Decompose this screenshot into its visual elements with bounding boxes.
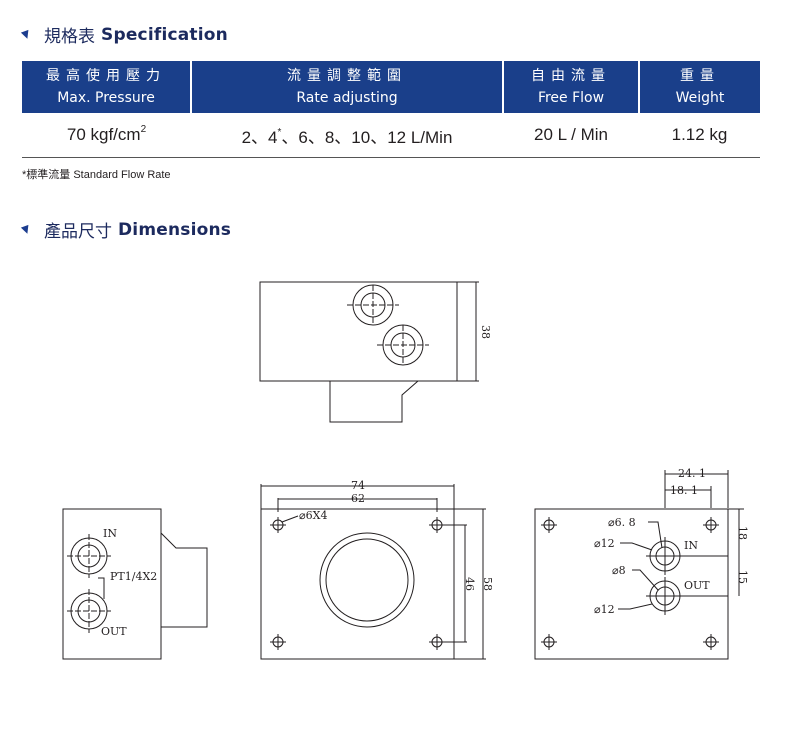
label-dia-8: ⌀8 bbox=[612, 564, 626, 577]
top-view: 38 bbox=[259, 281, 492, 423]
spec-title-en: Specification bbox=[101, 24, 228, 45]
header-free-flow: 自由流量 Free Flow bbox=[502, 61, 639, 113]
label-24-1: 24. 1 bbox=[678, 467, 706, 480]
dimensions-title-en: Dimensions bbox=[118, 219, 232, 240]
footnote: *標準流量 Standard Flow Rate bbox=[22, 169, 171, 181]
spec-section-title: 規格表 Specification bbox=[20, 22, 228, 47]
label-in-port: IN bbox=[684, 539, 698, 552]
label-62: 62 bbox=[351, 492, 365, 505]
label-out-side: OUT bbox=[101, 625, 127, 638]
label-18-1: 18. 1 bbox=[670, 484, 698, 497]
cell-free-flow: 20 L / Min bbox=[503, 113, 639, 158]
dimensions-section-title: 產品尺寸 Dimensions bbox=[20, 217, 232, 242]
label-46: 46 bbox=[463, 577, 476, 591]
label-dia-12-b: ⌀12 bbox=[594, 603, 615, 616]
cell-rate: 2、4*、6、8、10、12 L/Min bbox=[191, 113, 503, 158]
triangle-bullet-icon bbox=[20, 29, 32, 40]
front-view: 74 62 ⌀6X4 46 58 bbox=[260, 479, 494, 660]
spec-value-row: 70 kgf/cm2 2、4*、6、8、10、12 L/Min 20 L / M… bbox=[22, 113, 760, 158]
header-rate-adjusting: 流量調整範圍 Rate adjusting bbox=[190, 61, 503, 113]
cell-weight: 1.12 kg bbox=[639, 113, 760, 158]
label-holes: ⌀6X4 bbox=[299, 509, 327, 522]
label-74: 74 bbox=[351, 479, 365, 492]
spec-header-row: 最高使用壓力 Max. Pressure 流量調整範圍 Rate adjusti… bbox=[22, 61, 760, 113]
header-max-pressure: 最高使用壓力 Max. Pressure bbox=[22, 61, 191, 113]
dimensions-title-zh: 產品尺寸 bbox=[44, 222, 112, 242]
header-weight: 重量 Weight bbox=[638, 61, 760, 113]
spec-title-zh: 規格表 bbox=[44, 27, 95, 47]
label-15: 15 bbox=[736, 570, 749, 584]
label-58: 58 bbox=[481, 577, 494, 591]
port-view: 24. 1 18. 1 18 15 ⌀6. 8 ⌀12 ⌀8 ⌀12 IN OU… bbox=[534, 467, 749, 660]
spec-table: 最高使用壓力 Max. Pressure 流量調整範圍 Rate adjusti… bbox=[22, 61, 760, 158]
dimension-drawing: 38 IN PT1/4X2 OUT 74 62 ⌀6X4 bbox=[62, 281, 749, 660]
side-view: IN PT1/4X2 OUT bbox=[62, 508, 208, 660]
triangle-bullet-icon bbox=[20, 224, 32, 235]
label-thread: PT1/4X2 bbox=[110, 570, 157, 583]
label-out-port: OUT bbox=[684, 579, 710, 592]
label-in-side: IN bbox=[103, 527, 117, 540]
label-dia-6-8: ⌀6. 8 bbox=[608, 516, 636, 529]
label-18: 18 bbox=[736, 526, 749, 540]
label-dia-12-a: ⌀12 bbox=[594, 537, 615, 550]
cell-pressure: 70 kgf/cm2 bbox=[22, 113, 191, 158]
label-38: 38 bbox=[479, 325, 492, 339]
